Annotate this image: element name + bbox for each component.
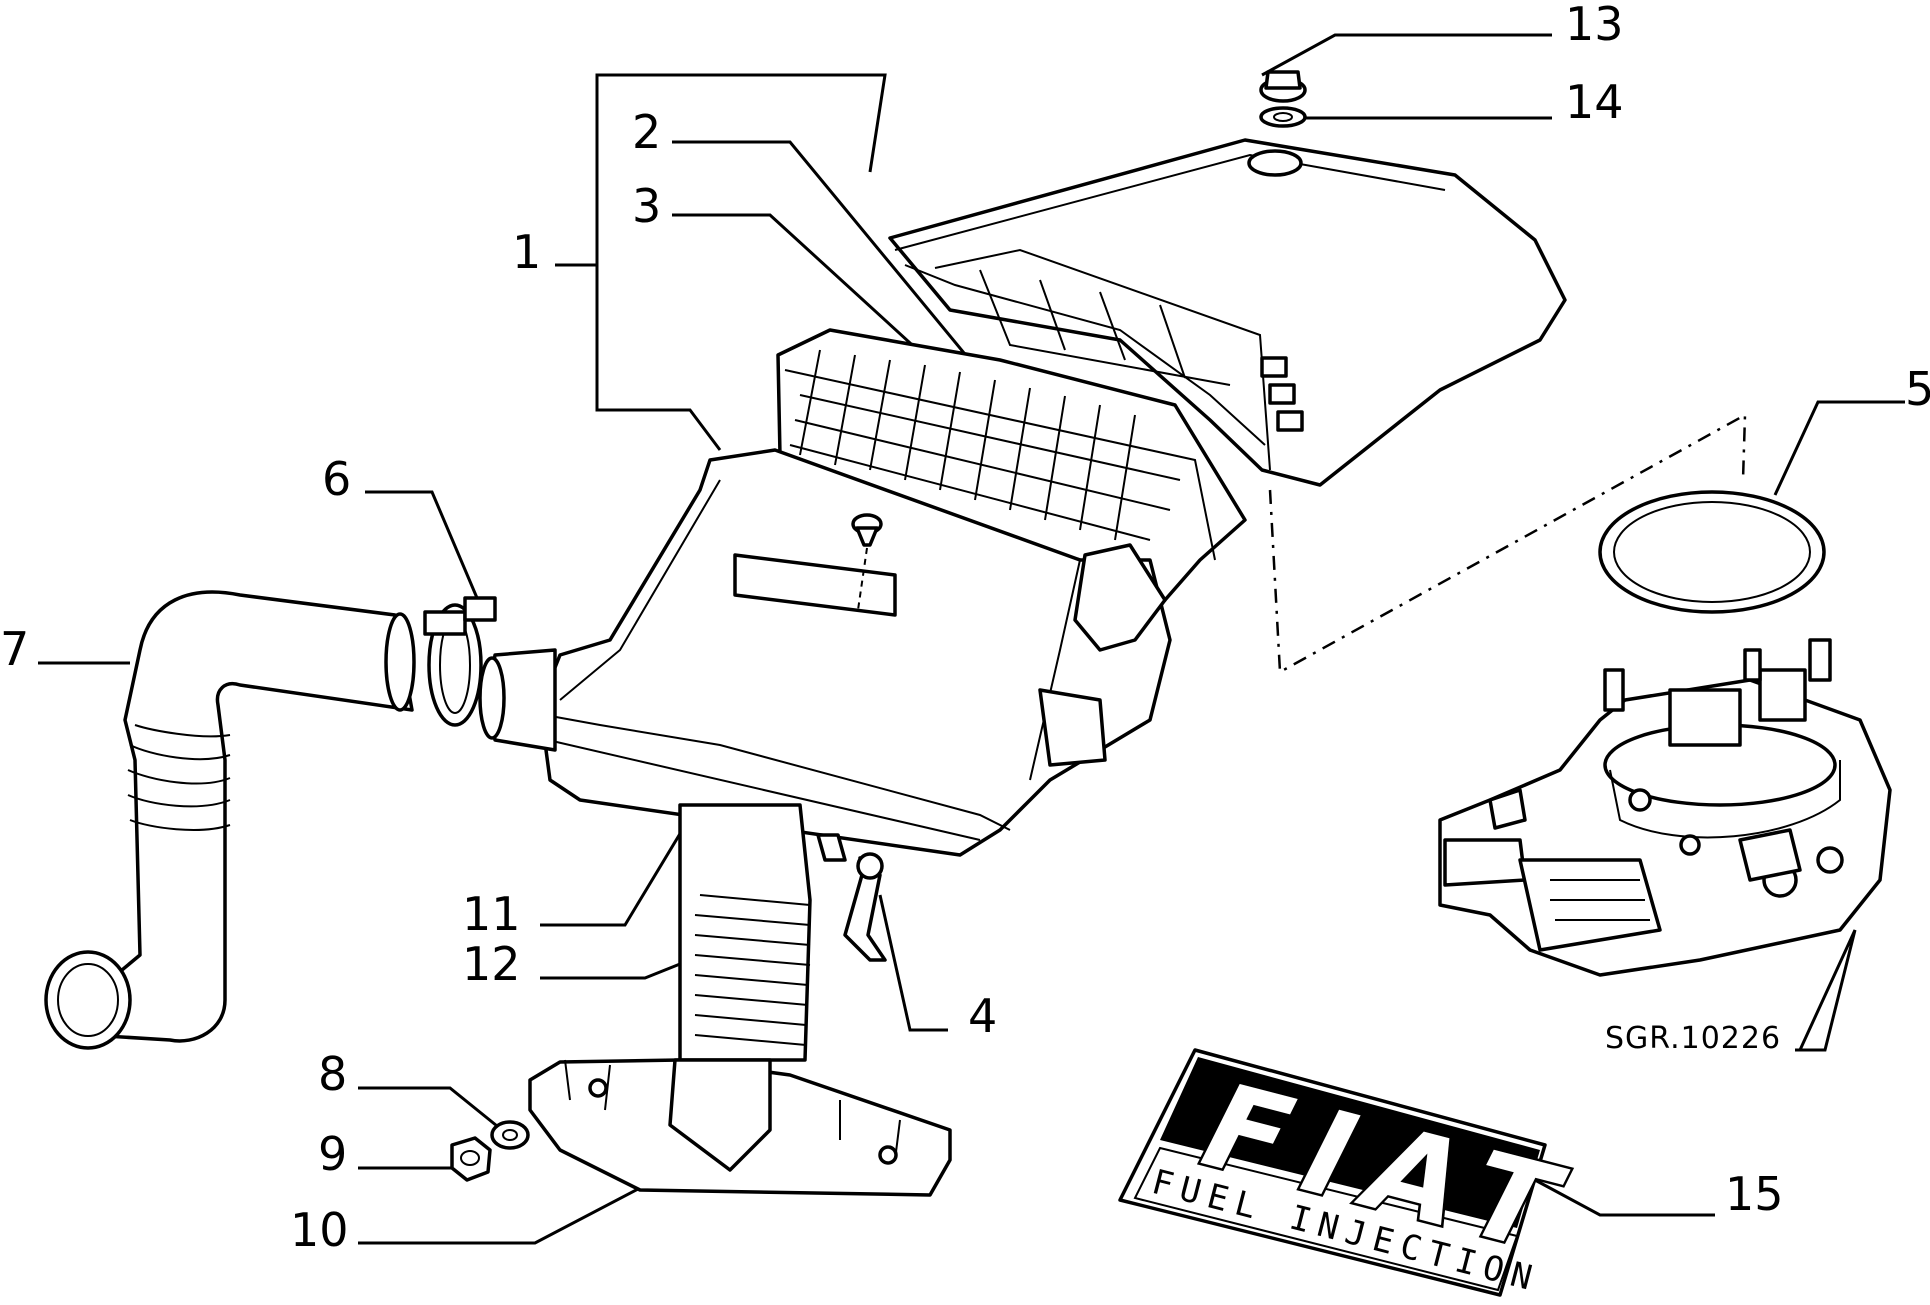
spring-clip [816,833,887,962]
gasket-ring [1598,490,1826,614]
callout-11: 11 [462,887,521,941]
callout-9: 9 [318,1127,347,1181]
callout-1: 1 [512,225,541,279]
intake-tube [678,803,812,1062]
callout-10: 10 [290,1203,349,1257]
fiat-badge [1118,1048,1547,1297]
callout-14: 14 [1565,75,1624,129]
callout-6: 6 [322,452,351,506]
callout-7: 7 [0,622,29,676]
callout-13: 13 [1565,0,1624,51]
nut [450,1136,492,1182]
filter-cover [888,138,1567,487]
callout-5: 5 [1905,362,1930,416]
top-nut [1259,70,1307,103]
filter-housing [478,448,1172,857]
callout-4: 4 [968,989,997,1043]
callout-15: 15 [1725,1167,1784,1221]
callout-2: 2 [632,105,661,159]
callout-8: 8 [318,1047,347,1101]
hose-clamp [423,596,497,727]
elbow-duct [44,590,416,1050]
screw [851,513,883,611]
throttle-body [1438,638,1892,977]
callout-12: 12 [462,937,521,991]
leader-lines [38,33,1905,1245]
drawing-code: SGR.10226 [1605,1021,1781,1056]
callout-3: 3 [632,179,661,233]
top-washer [1259,106,1307,128]
parts-artwork [44,70,1892,1297]
washer [490,1120,530,1150]
base-scoop [528,1058,952,1197]
